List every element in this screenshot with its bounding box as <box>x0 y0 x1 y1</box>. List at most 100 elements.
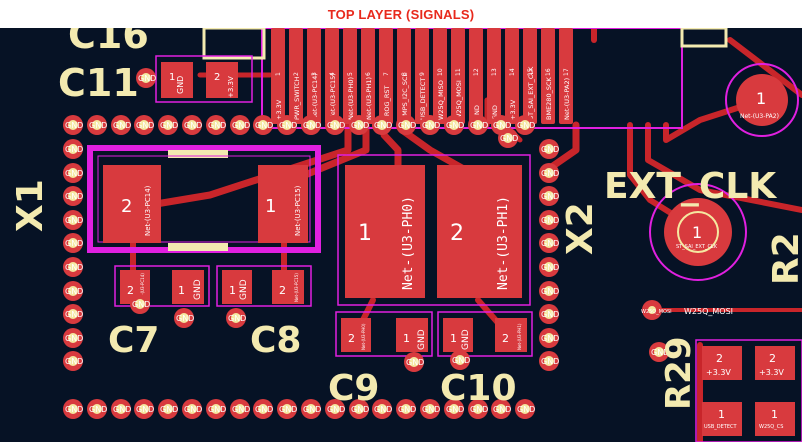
ref-c7: C7 <box>108 320 159 361</box>
header-pin-number: 6 <box>365 72 372 76</box>
gnd-via: GND <box>63 351 83 371</box>
gnd-via-label: GND <box>184 121 202 130</box>
r-pad-a-num: 2 <box>716 352 723 365</box>
gnd-via-drill <box>544 215 554 225</box>
gnd-via-label: GND <box>65 216 83 225</box>
gnd-via: GND <box>174 308 194 328</box>
cap-c8: 1 2 GND Net-(U3-PC15) <box>216 265 312 307</box>
gnd-via: GND <box>404 352 424 372</box>
gnd-via-drill <box>449 404 459 414</box>
gnd-via-drill <box>520 120 530 130</box>
gnd-via-drill <box>496 120 506 130</box>
gnd-via: GND <box>372 115 392 135</box>
gnd-via-drill <box>135 299 145 309</box>
header-pin-number: 5 <box>347 72 354 76</box>
gnd-via-label: GND <box>541 287 559 296</box>
header-pin-net: +3.3V <box>509 99 517 120</box>
header-pin-net: USB_DETECT <box>419 78 427 120</box>
header-pin-pad <box>541 28 555 124</box>
gnd-via-drill <box>235 120 245 130</box>
resistor-pads: 2 +3.3V 2 +3.3V 1 USB_DETECT 1 W25Q_CS <box>695 339 802 443</box>
gnd-via-label: GND <box>176 314 194 323</box>
ref-c10: C10 <box>440 368 517 409</box>
gnd-via: GND <box>539 233 559 253</box>
x2-pad-1-number: 1 <box>358 221 372 246</box>
gnd-via-label: GND <box>651 348 669 357</box>
gnd-via-label: GND <box>303 121 321 130</box>
tp-extclk-num: 1 <box>692 223 702 242</box>
gnd-via-drill <box>68 356 78 366</box>
gnd-via: GND <box>206 115 226 135</box>
gnd-via-label: GND <box>351 121 369 130</box>
gnd-via: GND <box>539 328 559 348</box>
ref-r29: R29 <box>659 337 699 411</box>
c9-net: Net-(U3-PH0) <box>361 323 366 350</box>
header-pin-14: 14+3.3V <box>505 28 519 124</box>
c11-v33: +3.3V <box>227 76 235 98</box>
gnd-via: GND <box>87 115 107 135</box>
c10-net: Net-(U3-PH1) <box>517 323 522 350</box>
gnd-via-label: GND <box>541 310 559 319</box>
gnd-via-drill <box>92 404 102 414</box>
gnd-via: GND <box>230 115 250 135</box>
gnd-via-label: GND <box>470 121 488 130</box>
cap-c11: 1 2 GND +3.3V <box>155 55 253 103</box>
header-pin-pad <box>469 28 483 124</box>
gnd-via-drill <box>68 168 78 178</box>
gnd-via-label: GND <box>65 310 83 319</box>
header-pin-pad <box>451 28 465 124</box>
gnd-via-drill <box>330 120 340 130</box>
gnd-via: GND <box>206 399 226 419</box>
gnd-via: GND <box>63 257 83 277</box>
gnd-via-drill <box>116 404 126 414</box>
gnd-via-drill <box>187 120 197 130</box>
header-pin-number: 8 <box>401 72 408 76</box>
gnd-via-label: GND <box>65 263 83 272</box>
gnd-via: GND <box>253 115 273 135</box>
c10-pad-1: 1 <box>450 332 457 345</box>
gnd-via: GND <box>63 163 83 183</box>
gnd-via-drill <box>503 133 513 143</box>
header-pin-net: BME280_SCK <box>545 77 553 120</box>
gnd-via-drill <box>473 120 483 130</box>
gnd-via-drill <box>258 120 268 130</box>
gnd-via-drill <box>68 238 78 248</box>
header-pin-pad <box>325 28 339 124</box>
gnd-via: GND <box>498 128 518 148</box>
gnd-via: GND <box>301 115 321 135</box>
header-pin-number: 13 <box>491 68 498 76</box>
gnd-via-label: GND <box>65 192 83 201</box>
gnd-via-label: GND <box>351 405 369 414</box>
ref-c8: C8 <box>250 320 301 361</box>
cap-c10: 1 2 GND Net-(U3-PH1) <box>437 311 533 357</box>
header-pin-pad <box>271 28 285 124</box>
ref-ext-clk: EXT_CLK <box>604 166 777 207</box>
gnd-via: GND <box>515 115 535 135</box>
gnd-via-label: GND <box>446 121 464 130</box>
gnd-via-label: GND <box>452 356 470 365</box>
gnd-via-label: GND <box>541 216 559 225</box>
gnd-via-label: GND <box>232 405 250 414</box>
header-pin-pad <box>379 28 393 124</box>
gnd-via-label: GND <box>113 121 131 130</box>
gnd-via: GND <box>444 115 464 135</box>
pcb-layout-svg: 1+3.3V2PWR_SWITCH3Net-(U3-PC14)4Net-(U3-… <box>0 13 802 445</box>
r-pad-d-num: 1 <box>771 408 778 421</box>
gnd-via-label: GND <box>89 121 107 130</box>
header-pin-number: 17 <box>563 68 570 76</box>
gnd-via: GND <box>87 399 107 419</box>
gnd-via: GND <box>63 281 83 301</box>
gnd-via-drill <box>544 286 554 296</box>
header-pin-pad <box>505 28 519 124</box>
header-pin-number: 16 <box>545 68 552 76</box>
gnd-via-drill <box>139 404 149 414</box>
gnd-via: GND <box>468 115 488 135</box>
gnd-via: GND <box>158 115 178 135</box>
gnd-via-drill <box>377 120 387 130</box>
gnd-via-label: GND <box>65 145 83 154</box>
gnd-via: GND <box>539 281 559 301</box>
gnd-via: GND <box>420 115 440 135</box>
